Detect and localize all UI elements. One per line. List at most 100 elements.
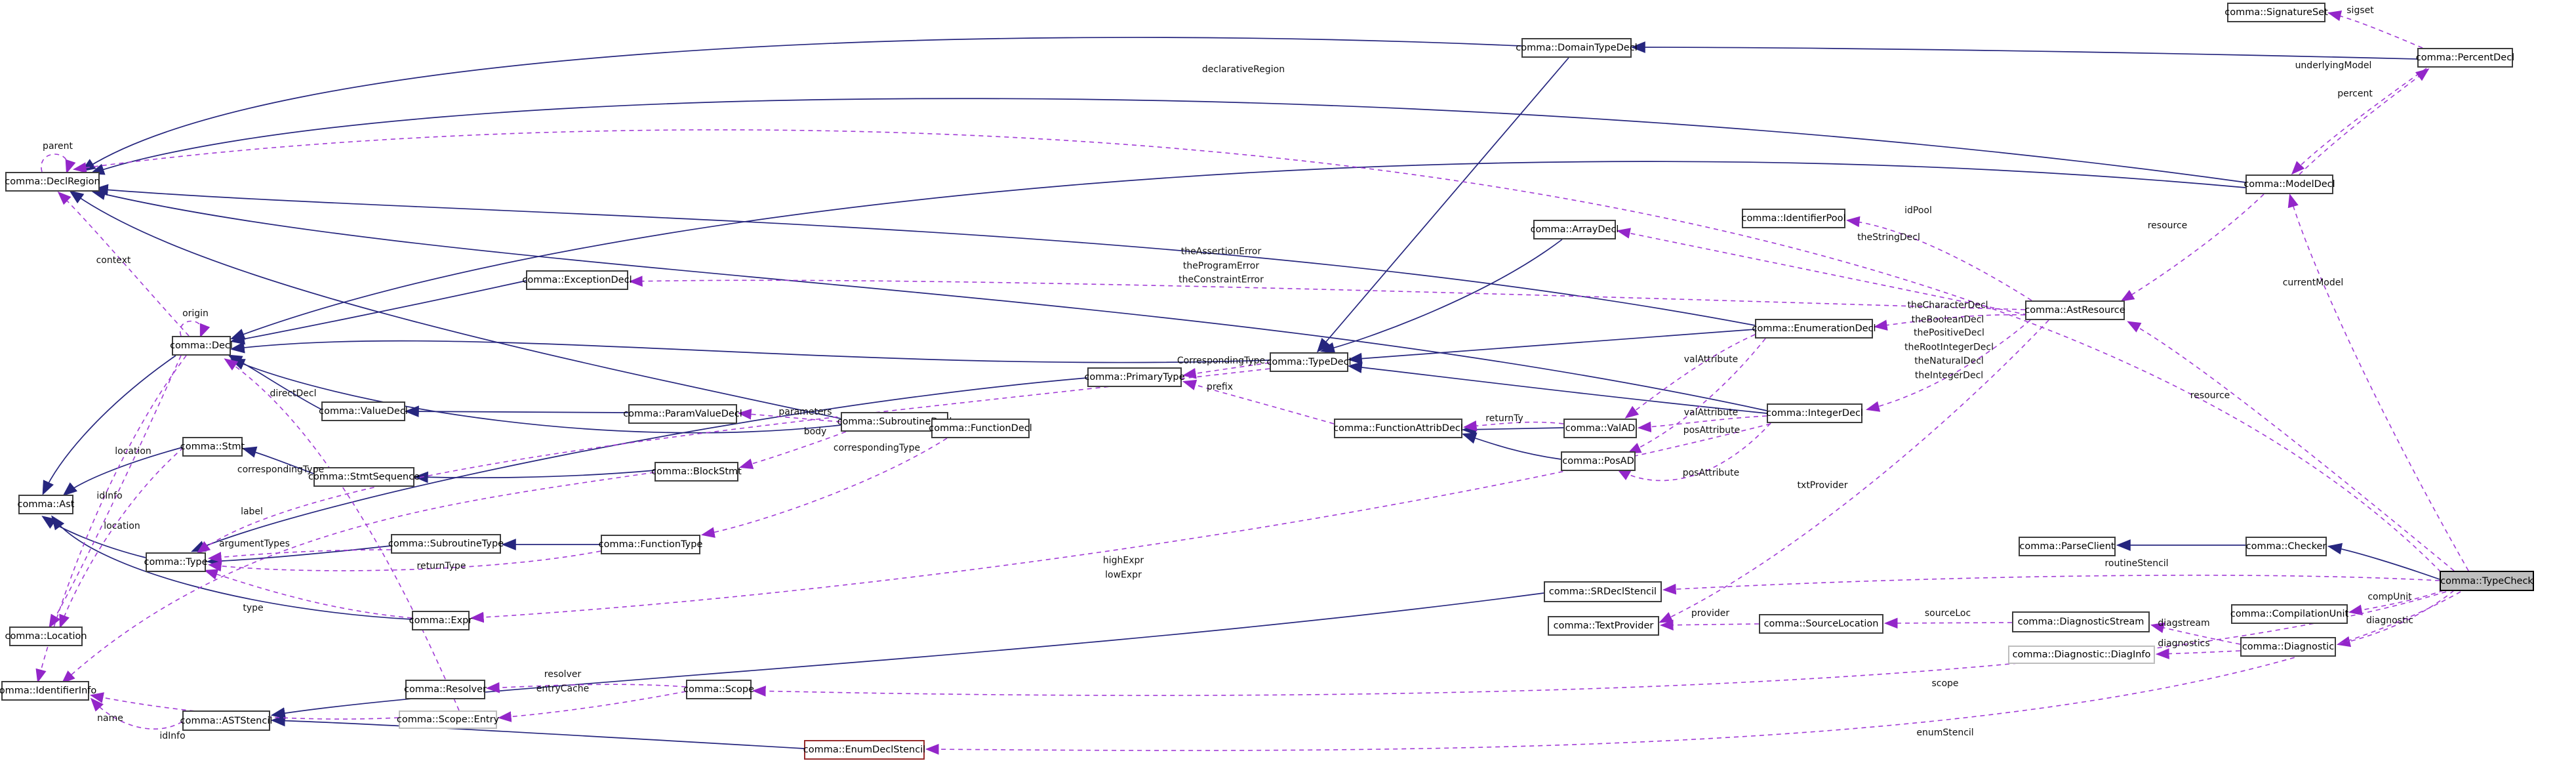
node-valad[interactable]: comma::ValAD	[1563, 419, 1637, 438]
edge-inh-domaintypedecl-typedecl	[1316, 57, 1569, 353]
edge-inh-enumdeclstencil-aststencil	[270, 714, 805, 749]
node-ast[interactable]: comma::Ast	[18, 495, 74, 514]
node-compilationunit[interactable]: comma::CompilationUnit	[2230, 604, 2348, 624]
node-declregion[interactable]: comma::DeclRegion	[5, 172, 100, 192]
edge-use-percent	[2299, 68, 2430, 175]
edge-inh-primarytype-type	[190, 377, 1088, 552]
edge-use-argumenttypes	[207, 549, 392, 563]
node-textprovider[interactable]: comma::TextProvider	[1548, 616, 1659, 636]
edge-use-label	[61, 472, 655, 684]
edge-use-valattr-enum	[1624, 334, 1756, 419]
edge-use-underlyingmodel	[2291, 68, 2427, 175]
node-primarytype[interactable]: comma::PrimaryType	[1084, 367, 1185, 387]
node-sourcelocation[interactable]: comma::SourceLocation	[1759, 614, 1883, 634]
node-expr[interactable]: comma::Expr	[409, 611, 472, 630]
node-astresource[interactable]: comma::AstResource	[2024, 300, 2125, 320]
edge-use-correspondingtype-left	[196, 368, 1270, 554]
edge-use-context	[57, 191, 190, 337]
edge-use-idinfo-aststencil	[90, 697, 183, 730]
edge-use-diagstream	[2150, 622, 2241, 645]
node-typecheck[interactable]: comma::TypeCheck	[2440, 571, 2534, 591]
node-exceptiondecl[interactable]: comma::ExceptionDecl	[522, 270, 632, 290]
edge-use-compunit	[2348, 590, 2444, 616]
edge-use-posattr-int	[1617, 422, 1771, 482]
node-scope[interactable]: comma::Scope	[683, 680, 754, 699]
edge-use-returnty	[1462, 420, 1564, 432]
edge-inh-integerdecl-typedecl	[1347, 361, 1767, 414]
edge-inh-stmt-ast	[62, 447, 183, 497]
node-aststencil[interactable]: comma::ASTStencil	[180, 710, 272, 731]
edge-use-body	[739, 431, 847, 469]
node-diagnostic[interactable]: comma::Diagnostic	[2240, 637, 2336, 657]
edge-use-txtprovider	[1659, 319, 2049, 623]
node-srdeclstencil[interactable]: comma::SRDeclStencil	[1544, 581, 1662, 602]
node-enumerationdecl[interactable]: comma::EnumerationDecl	[1752, 319, 1876, 339]
node-enumdeclstencil[interactable]: comma::EnumDeclStencil	[803, 740, 925, 760]
edge-use-location-stmt	[59, 447, 184, 628]
node-identifierpool[interactable]: comma::IdentifierPool	[1741, 209, 1846, 228]
node-subroutinetype[interactable]: comma::SubroutineType	[388, 534, 504, 554]
edge-use-scope	[752, 591, 2447, 697]
edge-inh-decl-ast	[42, 355, 176, 496]
node-type[interactable]: comma::Type	[144, 552, 208, 572]
node-typedecl[interactable]: comma::TypeDecl	[1266, 352, 1352, 372]
edge-inh-percentdecl-domaintypedecl	[1630, 41, 2418, 60]
edge-inh-srdeclstencil-aststencil	[270, 592, 1544, 719]
node-diaginfo[interactable]: comma::Diagnostic::DiagInfo	[2008, 646, 2155, 664]
edge-inh-subroutinedecl-decl	[230, 358, 841, 434]
edge-inh-exceptiondecl-decl	[230, 280, 527, 345]
edge-use-idpool	[1845, 216, 2032, 301]
edge-use-resource-typecheck	[2127, 321, 2455, 571]
edge-use-prefix	[1182, 379, 1335, 424]
node-functiondecl[interactable]: comma::FunctionDecl	[929, 419, 1032, 438]
node-signatureset[interactable]: comma::SignatureSet	[2224, 3, 2328, 22]
edge-inh-typedecl-decl	[230, 340, 1270, 363]
edge-inh-expr-ast	[51, 515, 413, 620]
node-arraydecl[interactable]: comma::ArrayDecl	[1531, 220, 1619, 239]
edge-use-resource-model	[2120, 194, 2264, 302]
node-resolver[interactable]: comma::Resolver	[404, 680, 487, 699]
node-modeldecl[interactable]: comma::ModelDecl	[2244, 175, 2335, 194]
edge-inh-valad-functionattribdecl	[1461, 423, 1564, 436]
node-parseclient[interactable]: comma::ParseClient	[2019, 537, 2116, 556]
node-valuedecl[interactable]: comma::ValueDecl	[319, 401, 408, 421]
edge-inh-subroutinetype-type	[206, 545, 392, 567]
node-posad[interactable]: comma::PosAD	[1561, 451, 1636, 471]
edge-inh-paramvaluedecl-valuedecl	[404, 405, 629, 417]
node-domaintypedecl[interactable]: comma::DomainTypeDecl	[1516, 38, 1638, 58]
node-percentdecl[interactable]: comma::PercentDecl	[2416, 48, 2514, 68]
node-subroutinedecl[interactable]: comma::SubroutineDecl	[837, 412, 952, 432]
node-stmtsequence[interactable]: comma::StmtSequence	[308, 467, 420, 487]
node-location[interactable]: comma::Location	[5, 627, 87, 646]
node-paramvaluedecl[interactable]: comma::ParamValueDecl	[623, 404, 742, 424]
node-integerdecl[interactable]: comma::IntegerDecl	[1766, 403, 1863, 423]
edge-inh-modeldecl-declregion	[89, 98, 2246, 183]
edge-use-parameters	[737, 409, 841, 422]
edge-inh-typecheck-checker	[2327, 543, 2440, 580]
edge-use-returntype	[207, 550, 601, 572]
node-functiontype[interactable]: comma::FunctionType	[599, 535, 702, 554]
edge-use-sigset	[2327, 10, 2423, 49]
edge-use-charbool	[1873, 314, 2026, 331]
node-functionattribdecl[interactable]: comma::FunctionAttribDecl	[1333, 419, 1463, 438]
edge-use-provider	[1659, 619, 1760, 631]
node-decl[interactable]: comma::Decl	[170, 336, 233, 356]
node-stmt[interactable]: comma::Stmt	[180, 437, 245, 457]
node-scopeentry[interactable]: comma::Scope::Entry	[397, 710, 499, 729]
edge-inh-arraydecl-typedecl	[1319, 239, 1563, 354]
node-blockstmt[interactable]: comma::BlockStmt	[651, 462, 742, 482]
edge-inh-enumerationdecl-typedecl	[1347, 329, 1756, 365]
edge-inh-domaintypedecl-declregion	[81, 37, 1522, 172]
edge-use-routinestencil	[1662, 575, 2440, 595]
edge-use-resolver	[485, 682, 687, 693]
node-diagnosticstream[interactable]: comma::DiagnosticStream	[2012, 611, 2150, 632]
edge-use-entrycache	[497, 691, 687, 722]
node-identifierinfo[interactable]: comma::IdentifierInfo	[0, 681, 96, 701]
edge-use-directdecl	[224, 358, 460, 711]
edge-use-thestringdecl	[1616, 228, 2028, 316]
node-checker[interactable]: comma::Checker	[2245, 537, 2327, 556]
edge-inh-integerdecl-declregion	[91, 188, 1767, 411]
edge-use-declarativeregion	[72, 129, 2442, 573]
